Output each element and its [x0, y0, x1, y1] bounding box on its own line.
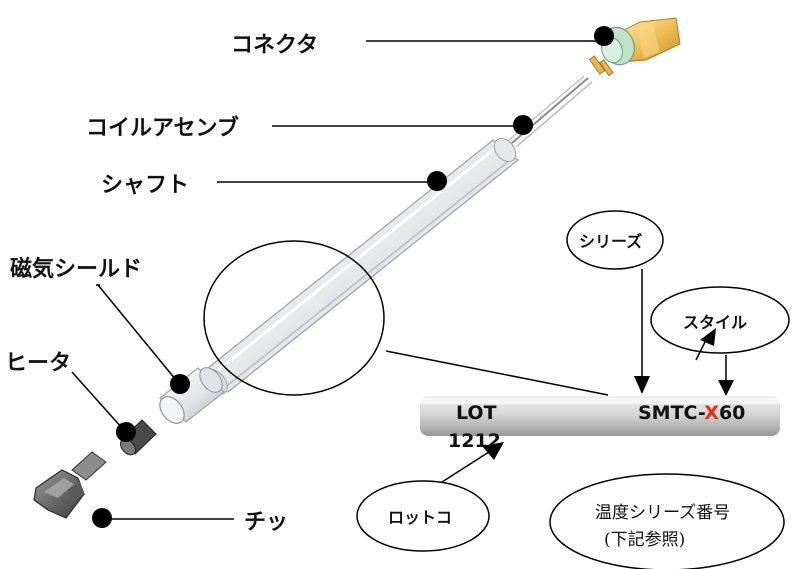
- bubble-series-label: シリーズ: [579, 232, 642, 251]
- callout-connector: [366, 26, 614, 46]
- callout-dot: [170, 374, 190, 394]
- label-bar: [420, 396, 780, 436]
- zoom-leader-line: [385, 350, 609, 396]
- callout-shaft: [217, 171, 447, 191]
- callout-dot: [92, 508, 112, 528]
- label-coil-assembly: コイルアセンブ: [86, 115, 239, 141]
- bubble-style: [650, 286, 790, 354]
- arrow-lot-code-to-lot: [441, 442, 504, 483]
- bubble-temp-series: [549, 473, 785, 569]
- callout-dot: [427, 171, 447, 191]
- heater-part: [120, 419, 157, 456]
- connector-part: [588, 17, 681, 77]
- model-number: SMTC-X60: [638, 402, 745, 424]
- callout-magnetic-shield: [96, 284, 190, 394]
- label-heater: ヒータ: [5, 351, 71, 376]
- bubble-lot-code-label: ロットコ: [388, 508, 452, 527]
- bubble-temp-series-line1: 温度シリーズ番号: [595, 503, 730, 523]
- zoom-ellipse: [203, 240, 385, 396]
- label-shaft: シャフト: [101, 173, 189, 198]
- arrow-style-up: [695, 328, 716, 361]
- model-prefix: SMTC-: [638, 402, 705, 424]
- callout-dot: [594, 26, 614, 46]
- lot-prefix: LOT: [456, 402, 497, 424]
- callout-tip: [92, 508, 234, 528]
- label-tip: チッ: [244, 510, 288, 535]
- callout-dot: [513, 115, 533, 135]
- bubble-series: [566, 210, 664, 270]
- magnetic-shield-part: [159, 367, 225, 424]
- tip-part: [33, 451, 107, 519]
- label-connector: コネクタ: [231, 33, 318, 58]
- callout-dot: [116, 422, 136, 442]
- arrow-style-to-x: [718, 355, 734, 396]
- coil-assembly-part: [507, 75, 593, 148]
- model-highlight: X: [704, 402, 719, 424]
- bubble-temp-series-line2: (下記参照): [604, 530, 685, 550]
- callout-coil-assembly: [272, 115, 533, 135]
- arrow-series-to-model: [634, 269, 650, 394]
- label-magnetic-shield: 磁気シールド: [10, 256, 142, 282]
- model-suffix: 60: [719, 402, 745, 424]
- bubble-lot-code: [356, 480, 490, 552]
- bubble-style-label: スタイル: [683, 313, 747, 332]
- callout-heater: [71, 371, 136, 442]
